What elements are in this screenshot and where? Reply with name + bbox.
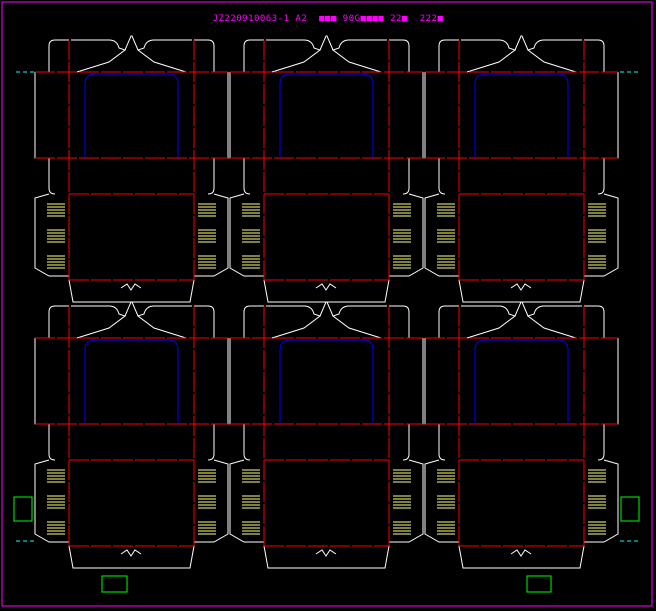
cut-line [194, 193, 229, 277]
cut-line [243, 305, 264, 338]
cut-line [402, 424, 410, 461]
cut-line [229, 459, 264, 543]
box-unit [424, 301, 619, 569]
cut-line [319, 301, 334, 317]
cut-line [597, 424, 605, 461]
cut-line [424, 193, 459, 277]
cut-line [389, 459, 424, 543]
cut-line [409, 338, 424, 425]
cut-line [526, 305, 582, 339]
cut-line [514, 35, 529, 51]
cut-line [229, 338, 244, 425]
cut-line [48, 424, 56, 461]
cut-line [120, 549, 142, 557]
cut-line [229, 193, 264, 277]
window-outline [474, 73, 569, 158]
cut-line [207, 158, 215, 195]
cut-line [266, 305, 322, 339]
cut-line [124, 301, 139, 317]
cut-line [402, 158, 410, 195]
cut-line [48, 305, 69, 338]
cut-line [68, 279, 195, 303]
cut-line [526, 39, 582, 73]
cut-line [319, 35, 334, 51]
marker-bottom-right [526, 575, 552, 593]
box-grid [34, 35, 619, 569]
cut-line [438, 305, 459, 338]
cut-line [604, 338, 619, 425]
box-unit [34, 35, 229, 303]
cut-line [136, 39, 192, 73]
cut-line [461, 305, 517, 339]
cut-line [68, 545, 195, 569]
window-outline [474, 339, 569, 424]
cut-line [438, 158, 446, 195]
cut-line [315, 283, 337, 291]
cut-line [510, 549, 532, 557]
cut-line [458, 545, 585, 569]
cut-line [263, 279, 390, 303]
cut-line [510, 283, 532, 291]
cut-line [136, 305, 192, 339]
cut-line [214, 72, 229, 159]
marker-bottom-left [101, 575, 128, 593]
cut-line [315, 549, 337, 557]
window-outline [84, 73, 179, 158]
box-unit [34, 301, 229, 569]
box-unit [229, 301, 424, 569]
cut-line [331, 305, 387, 339]
cut-line [194, 305, 215, 338]
marker-left [13, 496, 33, 522]
cut-line [389, 193, 424, 277]
cut-line [48, 39, 69, 72]
cut-line [243, 39, 264, 72]
cut-line [229, 72, 244, 159]
cut-line [124, 35, 139, 51]
cut-line [263, 545, 390, 569]
cut-line [424, 459, 459, 543]
cut-line [194, 459, 229, 543]
cut-line [34, 193, 69, 277]
cut-line [409, 72, 424, 159]
cut-line [604, 72, 619, 159]
cut-line [71, 305, 127, 339]
window-outline [279, 339, 374, 424]
cut-line [424, 338, 439, 425]
cut-line [584, 305, 605, 338]
cut-line [243, 424, 251, 461]
cut-line [424, 72, 439, 159]
cut-line [458, 279, 585, 303]
cut-line [214, 338, 229, 425]
cut-line [389, 39, 410, 72]
cut-line [48, 158, 56, 195]
cut-line [597, 158, 605, 195]
window-outline [279, 73, 374, 158]
cut-line [34, 338, 49, 425]
cut-line [266, 39, 322, 73]
cut-line [584, 459, 619, 543]
cut-line [584, 193, 619, 277]
cut-line [34, 459, 69, 543]
cut-line [438, 39, 459, 72]
cut-line [331, 39, 387, 73]
cut-line [438, 424, 446, 461]
cut-line [34, 72, 49, 159]
cut-line [584, 39, 605, 72]
cut-line [514, 301, 529, 317]
box-unit [229, 35, 424, 303]
registration-marks [13, 71, 640, 593]
cut-line [389, 305, 410, 338]
cut-line [461, 39, 517, 73]
cut-line [243, 158, 251, 195]
cut-line [194, 39, 215, 72]
job-title: JZ220910063-1 A2 ■■■ 90G■■■■ 22■ 222■ [212, 14, 444, 24]
box-unit [424, 35, 619, 303]
marker-right [620, 496, 640, 522]
cut-line [207, 424, 215, 461]
window-outline [84, 339, 179, 424]
cut-line [120, 283, 142, 291]
cut-line [71, 39, 127, 73]
